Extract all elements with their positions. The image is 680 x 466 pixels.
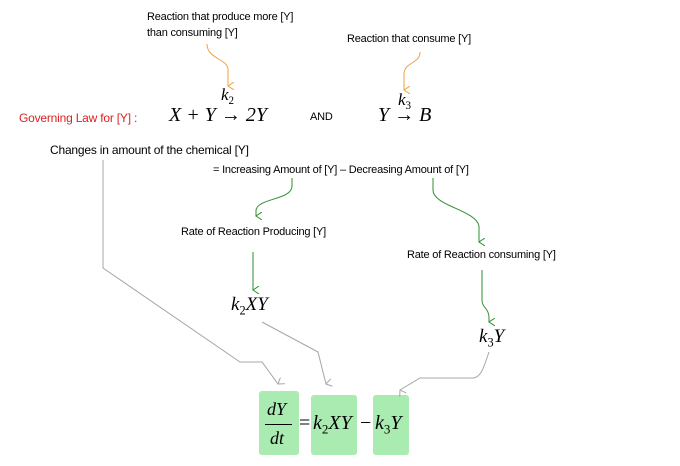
- annotation-produce-more-line1: Reaction that produce more [Y]: [147, 11, 294, 23]
- fraction-bar: [265, 424, 292, 425]
- reaction-1-equation: X + Y → 2Y: [169, 104, 267, 127]
- derivative-numerator: dY: [267, 399, 287, 419]
- orange-arrow-to-k3: [404, 51, 421, 90]
- reaction-1-rate-constant: k2: [221, 85, 235, 107]
- orange-arrow-to-k2: [206, 43, 228, 86]
- highlight-box-derivative: [259, 391, 299, 455]
- green-arrow-to-rate-producing: [256, 178, 293, 216]
- reaction-2-arrow: →: [394, 104, 415, 126]
- final-term-consumption: k3Y: [375, 412, 402, 437]
- derivative-denominator: dt: [270, 428, 285, 448]
- reaction-2-reactant: Y: [378, 104, 390, 126]
- changes-label: Changes in amount of the chemical [Y]: [50, 143, 249, 157]
- rate-consuming-label: Rate of Reaction consuming [Y]: [407, 249, 556, 261]
- rate-producing-label: Rate of Reaction Producing [Y]: [181, 226, 327, 238]
- gray-arrow-to-consumption-term: [400, 351, 490, 390]
- green-arrow-to-k3y: [481, 270, 489, 322]
- highlight-box-production-term: [311, 395, 357, 455]
- final-term-production: k2XY: [313, 412, 352, 437]
- reaction-2-equation: Y → B: [378, 104, 431, 127]
- annotation-consume: Reaction that consume [Y]: [347, 33, 472, 45]
- term-consumption: k3Y: [479, 326, 505, 350]
- balance-label: = Increasing Amount of [Y] – Decreasing …: [213, 164, 469, 176]
- and-label: AND: [310, 111, 333, 123]
- annotation-produce-more-line2: than consuming [Y]: [147, 27, 238, 39]
- term-production: k2XY: [231, 294, 268, 318]
- minus-sign: −: [360, 412, 372, 434]
- reaction-2-rate-constant: k3: [398, 90, 412, 112]
- governing-law-label: Governing Law for [Y] :: [19, 111, 138, 125]
- highlight-box-consumption-term: [373, 395, 409, 455]
- gray-arrow-to-derivative: [102, 160, 278, 384]
- equals-sign: =: [299, 412, 311, 434]
- reaction-1-arrow: →: [220, 104, 241, 126]
- green-arrow-to-rate-consuming: [432, 178, 479, 242]
- gray-arrow-to-production-term: [261, 321, 326, 384]
- reaction-1-reactants: X + Y: [169, 104, 216, 126]
- reaction-1-products: 2Y: [245, 104, 267, 126]
- reaction-2-product: B: [419, 104, 432, 126]
